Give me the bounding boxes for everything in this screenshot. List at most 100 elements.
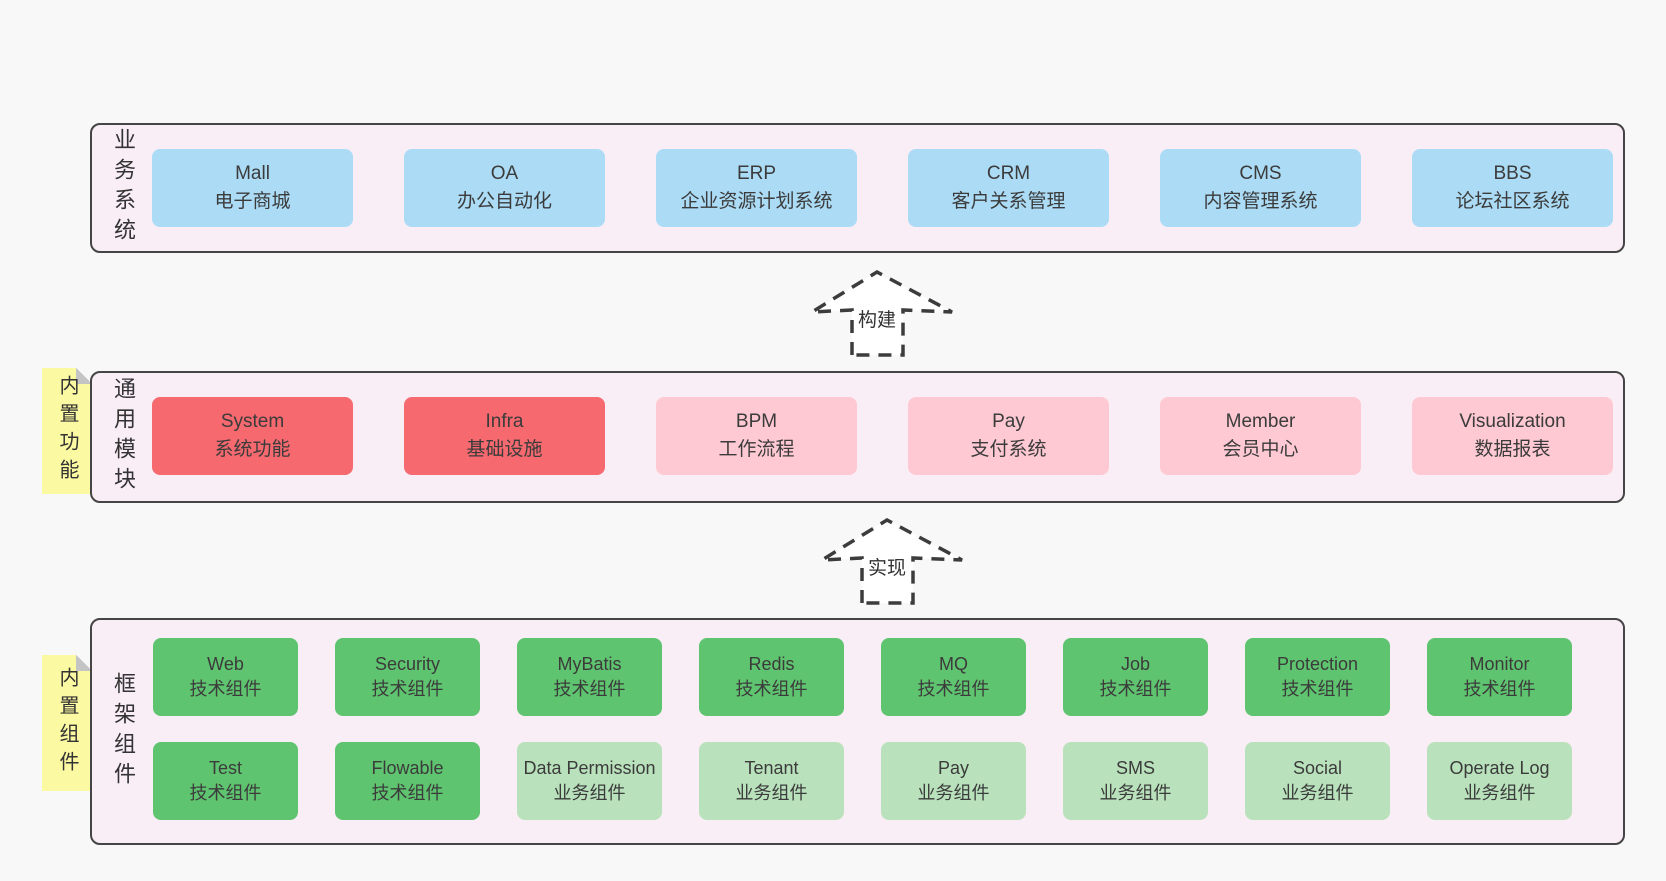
box-subtitle: 业务组件: [1099, 783, 1172, 803]
box-subtitle: 技术组件: [1099, 679, 1172, 699]
box-data-permission: Data Permission 业务组件: [517, 742, 662, 820]
business-panel-label: 业务系统: [111, 128, 136, 248]
framework-components-panel: 框架组件 Web 技术组件 Security 技术组件 MyBatis 技术组件…: [90, 618, 1625, 845]
box-subtitle: 技术组件: [371, 783, 444, 803]
box-title: Monitor: [1469, 654, 1530, 674]
box-subtitle: 工作流程: [718, 439, 795, 460]
box-title: Pay: [937, 758, 970, 778]
box-system: System 系统功能: [152, 397, 353, 475]
components-row-1: Web 技术组件 Security 技术组件 MyBatis 技术组件 Redi…: [153, 638, 1572, 716]
common-modules-panel: 通用模块 System 系统功能 Infra 基础设施 BPM 工作流程 Pay…: [90, 371, 1625, 503]
box-subtitle: 技术组件: [553, 679, 626, 699]
box-subtitle: 业务组件: [1463, 783, 1536, 803]
folded-corner-icon: [76, 368, 92, 384]
box-title: CRM: [986, 163, 1031, 184]
box-subtitle: 数据报表: [1474, 439, 1551, 460]
build-arrow: 构建: [811, 269, 953, 357]
implement-arrow-label: 实现: [868, 557, 906, 579]
box-subtitle: 技术组件: [1463, 679, 1536, 699]
box-monitor: Monitor 技术组件: [1427, 638, 1572, 716]
box-pay-component: Pay 业务组件: [881, 742, 1026, 820]
box-title: Security: [374, 654, 441, 674]
box-title: Visualization: [1459, 411, 1566, 432]
box-oa: OA 办公自动化: [404, 149, 605, 227]
box-subtitle: 业务组件: [1281, 783, 1354, 803]
box-protection: Protection 技术组件: [1245, 638, 1390, 716]
up-block-arrow-icon: [811, 269, 953, 357]
box-title: Social: [1292, 758, 1343, 778]
box-title: ERP: [736, 163, 777, 184]
box-subtitle: 技术组件: [1281, 679, 1354, 699]
box-title: System: [220, 411, 285, 432]
box-mq: MQ 技术组件: [881, 638, 1026, 716]
components-row-2: Test 技术组件 Flowable 技术组件 Data Permission …: [153, 742, 1572, 820]
box-subtitle: 技术组件: [917, 679, 990, 699]
box-social: Social 业务组件: [1245, 742, 1390, 820]
box-cms: CMS 内容管理系统: [1160, 149, 1361, 227]
box-subtitle: 业务组件: [553, 783, 626, 803]
box-title: Infra: [485, 411, 524, 432]
box-title: MyBatis: [557, 654, 622, 674]
box-subtitle: 电子商城: [214, 191, 291, 212]
box-member: Member 会员中心: [1160, 397, 1361, 475]
box-redis: Redis 技术组件: [699, 638, 844, 716]
box-mall: Mall 电子商城: [152, 149, 353, 227]
box-title: Protection: [1276, 654, 1359, 674]
box-subtitle: 办公自动化: [456, 191, 552, 212]
box-title: Pay: [992, 411, 1025, 432]
box-title: Operate Log: [1449, 758, 1550, 778]
box-flowable: Flowable 技术组件: [335, 742, 480, 820]
builtin-features-sticky-note: 内置功能: [42, 368, 92, 494]
box-title: Test: [208, 758, 242, 778]
box-title: BPM: [735, 411, 778, 432]
folded-corner-icon: [76, 655, 92, 671]
box-pay-module: Pay 支付系统: [908, 397, 1109, 475]
modules-panel-label: 通用模块: [111, 377, 136, 497]
box-subtitle: 基础设施: [466, 439, 543, 460]
box-title: Mall: [235, 163, 270, 184]
box-title: Data Permission: [523, 758, 656, 778]
box-security: Security 技术组件: [335, 638, 480, 716]
box-title: BBS: [1493, 163, 1532, 184]
box-title: Member: [1225, 411, 1296, 432]
business-box-row: Mall 电子商城 OA 办公自动化 ERP 企业资源计划系统 CRM 客户关系…: [152, 149, 1613, 227]
implement-arrow: 实现: [821, 517, 963, 605]
box-job: Job 技术组件: [1063, 638, 1208, 716]
box-title: Tenant: [744, 758, 799, 778]
box-subtitle: 支付系统: [970, 439, 1047, 460]
sticky-note-label: 内置功能: [56, 375, 78, 487]
box-title: SMS: [1115, 758, 1155, 778]
up-block-arrow-icon: [821, 517, 963, 605]
box-bpm: BPM 工作流程: [656, 397, 857, 475]
box-subtitle: 技术组件: [189, 679, 262, 699]
box-crm: CRM 客户关系管理: [908, 149, 1109, 227]
components-panel-label: 框架组件: [111, 671, 136, 792]
box-title: Job: [1120, 654, 1151, 674]
box-sms: SMS 业务组件: [1063, 742, 1208, 820]
box-infra: Infra 基础设施: [404, 397, 605, 475]
box-subtitle: 技术组件: [189, 783, 262, 803]
box-subtitle: 业务组件: [735, 783, 808, 803]
builtin-components-sticky-note: 内置组件: [42, 655, 92, 791]
box-operate-log: Operate Log 业务组件: [1427, 742, 1572, 820]
box-title: OA: [490, 163, 519, 184]
box-erp: ERP 企业资源计划系统: [656, 149, 857, 227]
sticky-note-label: 内置组件: [56, 667, 78, 779]
modules-box-row: System 系统功能 Infra 基础设施 BPM 工作流程 Pay 支付系统…: [152, 397, 1613, 475]
business-systems-panel: 业务系统 Mall 电子商城 OA 办公自动化 ERP 企业资源计划系统 CRM…: [90, 123, 1625, 253]
box-web: Web 技术组件: [153, 638, 298, 716]
box-title: Web: [207, 654, 244, 674]
box-title: Flowable: [371, 758, 444, 778]
box-subtitle: 客户关系管理: [951, 191, 1066, 212]
box-visualization: Visualization 数据报表: [1412, 397, 1613, 475]
box-subtitle: 技术组件: [735, 679, 808, 699]
box-title: MQ: [939, 654, 968, 674]
box-subtitle: 论坛社区系统: [1455, 191, 1570, 212]
box-title: CMS: [1239, 163, 1282, 184]
box-subtitle: 企业资源计划系统: [680, 191, 833, 212]
box-subtitle: 系统功能: [214, 439, 291, 460]
box-subtitle: 技术组件: [371, 679, 444, 699]
box-bbs: BBS 论坛社区系统: [1412, 149, 1613, 227]
box-test: Test 技术组件: [153, 742, 298, 820]
box-tenant: Tenant 业务组件: [699, 742, 844, 820]
